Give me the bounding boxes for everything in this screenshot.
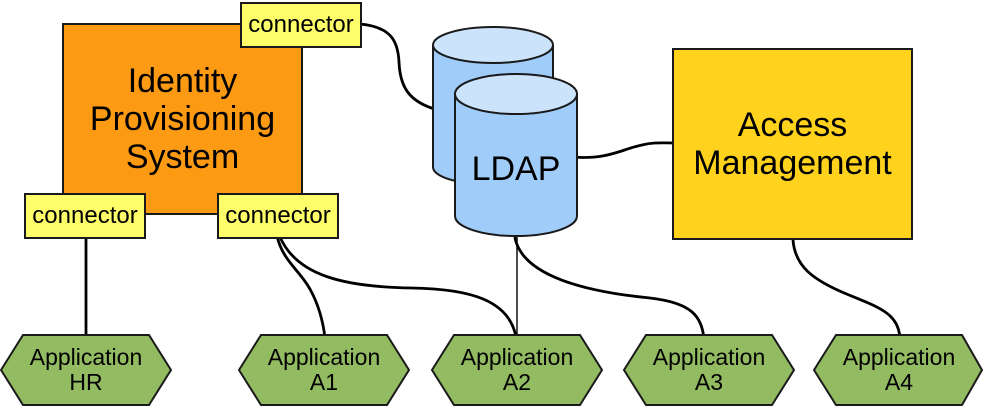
application-a1-label-line2: A1 — [309, 369, 339, 395]
edge-ldap-to-application-a3 — [513, 236, 706, 340]
connector-mid-label: connector — [225, 202, 331, 229]
application-hr-label-line1: Application — [29, 344, 143, 370]
application-a2-label-line1: Application — [460, 344, 574, 370]
identity-box-label-line3: System — [125, 138, 240, 176]
ldap-front-cylinder-icon — [454, 73, 578, 237]
ldap-label: LDAP — [471, 150, 561, 188]
application-a3-hexagon — [622, 334, 796, 406]
edge-top-connector-to-ldap — [358, 22, 440, 112]
application-a1-label: Application A1 — [239, 335, 409, 405]
edge-mid-connector-to-application-a2 — [278, 235, 518, 339]
identity-provisioning-system-box: Identity Provisioning System — [62, 23, 303, 215]
connector-badge-mid: connector — [217, 193, 339, 239]
application-hr-label: Application HR — [1, 335, 171, 405]
application-a2-label: Application A2 — [432, 335, 602, 405]
identity-box-label-line1: Identity — [127, 62, 238, 100]
edge-mid-connector-to-application-a1 — [275, 234, 327, 340]
access-box-label-line2: Management — [693, 144, 892, 182]
application-a4-hexagon — [812, 334, 984, 406]
connector-top-label: connector — [248, 11, 354, 38]
application-a1-hexagon — [237, 334, 411, 406]
application-hr-label-line2: HR — [69, 369, 103, 395]
connector-badge-left: connector — [24, 193, 146, 239]
connector-left-label: connector — [32, 202, 138, 229]
application-a2-hexagon — [430, 334, 604, 406]
identity-box-label-line2: Provisioning — [89, 100, 276, 138]
application-a3-label-line2: A3 — [694, 369, 724, 395]
connector-badge-top: connector — [240, 2, 362, 48]
edge-ldap-to-access-management — [570, 141, 678, 159]
application-a1-label-line1: Application — [267, 344, 381, 370]
application-a4-label: Application A4 — [814, 335, 984, 405]
application-a3-label: Application A3 — [624, 335, 794, 405]
application-hr-hexagon — [0, 334, 173, 406]
application-a4-label-line1: Application — [842, 344, 956, 370]
application-a3-label-line1: Application — [652, 344, 766, 370]
access-management-box: Access Management — [672, 48, 913, 240]
edge-access-management-to-application-a4 — [791, 238, 902, 340]
access-box-label-line1: Access — [737, 106, 848, 144]
application-a4-label-line2: A4 — [884, 369, 914, 395]
application-a2-label-line2: A2 — [502, 369, 532, 395]
